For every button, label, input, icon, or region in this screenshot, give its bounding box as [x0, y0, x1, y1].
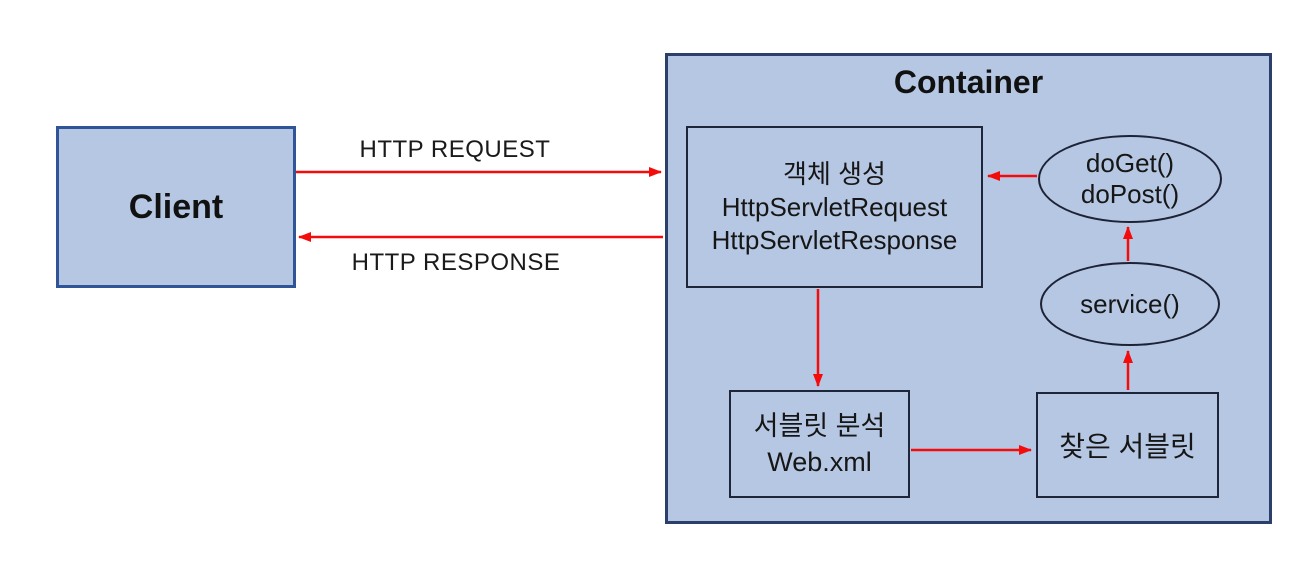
doget-dopost-ellipse: doGet() doPost(): [1038, 135, 1222, 223]
client-label: Client: [128, 187, 224, 226]
dopost-label: doPost(): [1080, 179, 1180, 209]
servlet-analysis-line-webxml: Web.xml: [767, 447, 872, 477]
http-response-label: HTTP RESPONSE: [351, 249, 561, 276]
object-creation-line-request: HttpServletRequest: [721, 191, 948, 222]
doget-label: doGet(): [1085, 148, 1175, 178]
service-ellipse: service(): [1040, 262, 1220, 346]
found-servlet-label: 찾은 서블릿: [1059, 431, 1196, 462]
object-creation-box: 객체 생성 HttpServletRequest HttpServletResp…: [686, 126, 983, 288]
http-request-label: HTTP REQUEST: [359, 136, 551, 163]
container-title: Container: [893, 64, 1044, 100]
servlet-analysis-box: 서블릿 분석 Web.xml: [729, 390, 910, 498]
client-box: Client: [56, 126, 296, 288]
object-creation-line-korean: 객체 생성: [783, 158, 886, 189]
service-label: service(): [1080, 288, 1180, 319]
found-servlet-box: 찾은 서블릿: [1036, 392, 1219, 498]
object-creation-line-response: HttpServletResponse: [711, 224, 958, 255]
servlet-analysis-line-korean: 서블릿 분석: [753, 411, 886, 441]
